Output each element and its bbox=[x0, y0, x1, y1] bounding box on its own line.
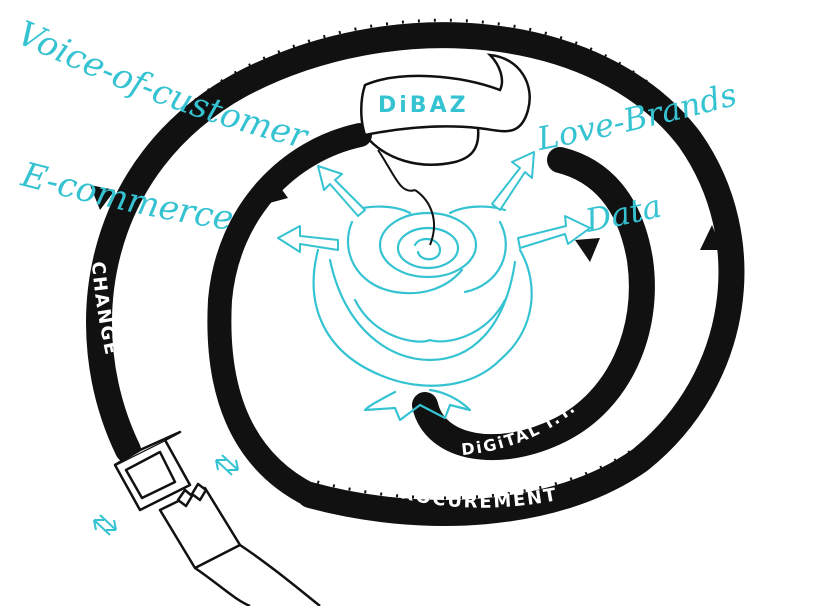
rose-icon bbox=[314, 207, 532, 420]
arrow-to-ecommerce bbox=[278, 226, 338, 252]
arrow-head-digital bbox=[575, 238, 600, 262]
outward-arrows bbox=[278, 152, 590, 252]
arrow-to-voice bbox=[318, 166, 365, 216]
banner-label: DiBAZ bbox=[378, 93, 469, 118]
plug-connector-icon bbox=[115, 432, 320, 606]
banner-tail bbox=[378, 150, 415, 191]
arrow-to-love-brands bbox=[492, 152, 534, 210]
dibaz-banner: DiBAZ bbox=[361, 55, 529, 191]
data-label: Data bbox=[581, 187, 665, 240]
banner-fold bbox=[365, 128, 478, 165]
legal-label: LEGAL bbox=[231, 281, 265, 353]
banner-stem bbox=[415, 190, 434, 245]
